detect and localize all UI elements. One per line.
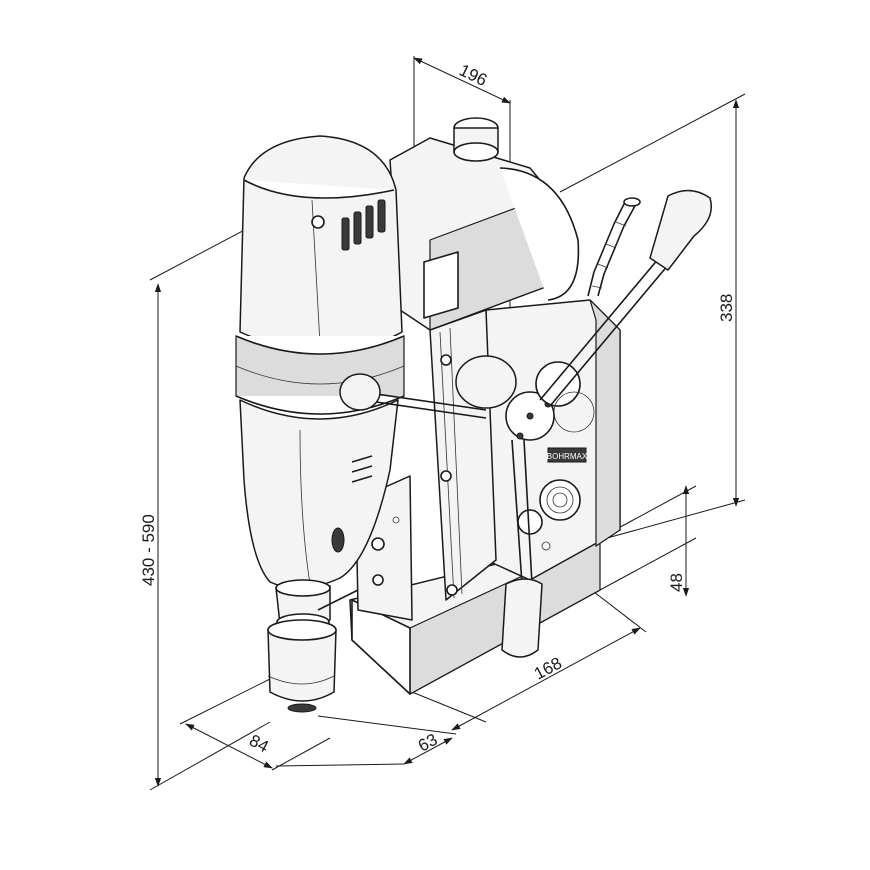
ext-line-338-bottom xyxy=(599,499,746,541)
ext-line-338-top xyxy=(559,93,746,193)
ext-line-84-right xyxy=(271,737,331,771)
depth-stop xyxy=(317,589,359,611)
dim-label-196: 196 xyxy=(456,61,490,91)
power-cable xyxy=(587,197,641,297)
gearbox xyxy=(389,117,580,331)
vent-slots xyxy=(341,199,386,251)
ext-line-84-left xyxy=(179,675,277,725)
ext-line-168-right xyxy=(593,591,647,633)
dimension-lines xyxy=(149,56,746,791)
switch-ring xyxy=(539,479,581,521)
switch-button xyxy=(546,486,574,514)
dim-label-168: 168 xyxy=(531,653,565,683)
dim-line-63 xyxy=(403,737,453,765)
ext-line-430-bottom xyxy=(149,721,271,791)
spindle xyxy=(267,579,359,713)
ext-line-63 xyxy=(317,715,457,735)
dim-line-84 xyxy=(185,723,273,769)
lever-knob-right[interactable] xyxy=(649,189,712,271)
motor-lower xyxy=(239,399,399,589)
brand-plate-text: BOHRMAX xyxy=(547,452,588,461)
dim-line-168 xyxy=(451,627,641,731)
lever-knob-bottom[interactable] xyxy=(501,578,543,658)
ext-line-48-bottom xyxy=(599,537,697,591)
dim-label-84: 84 xyxy=(246,731,272,757)
dim-line-196 xyxy=(413,57,511,104)
dim-label-430-590: 430 - 590 xyxy=(139,514,158,586)
lever-knob-left[interactable] xyxy=(339,373,381,411)
dim-label-63: 63 xyxy=(415,730,441,756)
screw-icon xyxy=(311,215,325,229)
rear-housing: BOHRMAX xyxy=(485,299,621,581)
feed-levers xyxy=(339,189,712,658)
dim-label-48: 48 xyxy=(667,573,686,592)
dim-line-84-63-link xyxy=(275,763,405,767)
grip-ridges xyxy=(351,455,373,483)
slide-column xyxy=(429,309,497,601)
machine: BOHRMAX xyxy=(235,117,712,713)
switch-button-secondary xyxy=(517,509,543,535)
feed-hub xyxy=(455,355,595,441)
dim-label-338: 338 xyxy=(717,294,736,322)
brand-plate xyxy=(547,447,587,463)
